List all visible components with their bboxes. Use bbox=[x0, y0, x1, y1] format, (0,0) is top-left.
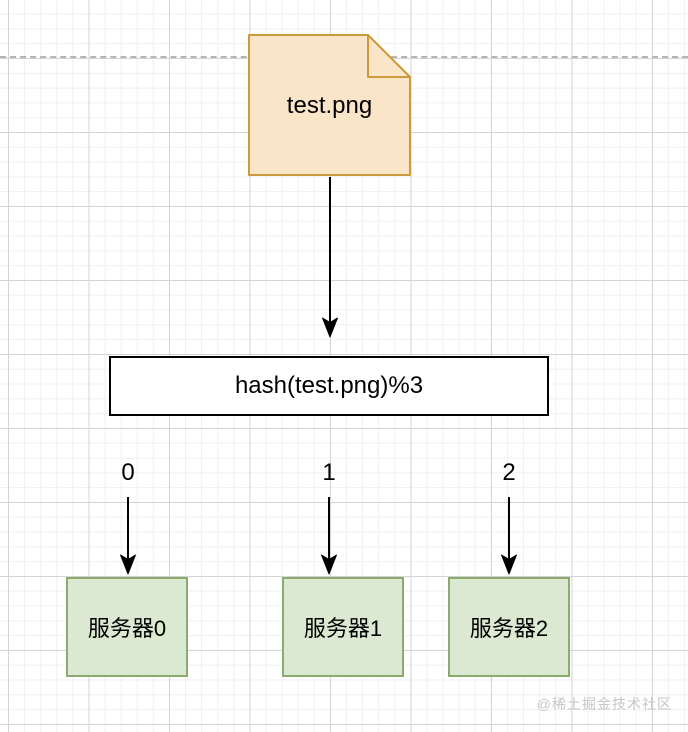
file-fold-corner-icon bbox=[367, 34, 411, 78]
branch-value-0: 0 bbox=[121, 459, 135, 486]
arrow-branch-1 bbox=[321, 497, 337, 575]
hash-box: hash(test.png)%3 bbox=[109, 356, 549, 416]
file-label: test.png bbox=[286, 92, 373, 119]
file-shape bbox=[248, 34, 411, 176]
branch-value-1: 1 bbox=[322, 459, 336, 486]
watermark: @稀土掘金技术社区 bbox=[536, 696, 672, 712]
arrow-branch-1-head-icon bbox=[321, 554, 337, 575]
server-box-0: 服务器0 bbox=[66, 577, 188, 677]
hash-label: hash(test.png)%3 bbox=[234, 372, 424, 399]
arrow-branch-2 bbox=[501, 497, 517, 575]
server-label-0: 服务器0 bbox=[87, 616, 167, 641]
server-box-1: 服务器1 bbox=[282, 577, 404, 677]
branch-value-2: 2 bbox=[502, 459, 516, 486]
server-box-2: 服务器2 bbox=[448, 577, 570, 677]
arrow-branch-0 bbox=[120, 497, 136, 575]
arrow-branch-2-head-icon bbox=[501, 554, 517, 575]
server-label-1: 服务器1 bbox=[303, 616, 383, 641]
arrow-file-to-hash-head-icon bbox=[322, 317, 338, 338]
arrow-file-to-hash bbox=[322, 177, 338, 338]
arrow-branch-0-head-icon bbox=[120, 554, 136, 575]
server-label-2: 服务器2 bbox=[469, 616, 549, 641]
